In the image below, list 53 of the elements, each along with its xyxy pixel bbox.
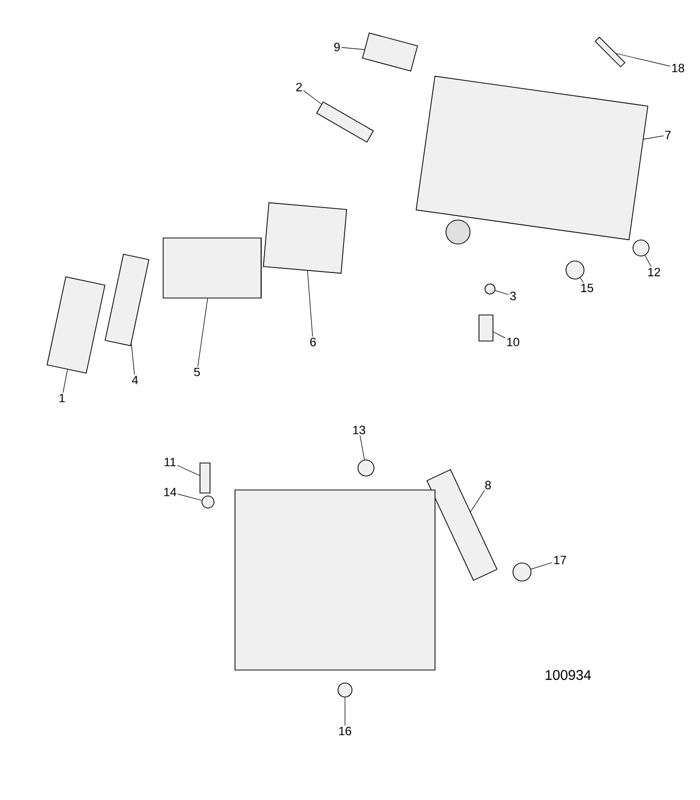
bolt-drawing [200,462,210,494]
leader-line [303,90,322,104]
callout-number: 18 [672,64,684,72]
callout-number: 3 [510,292,516,300]
callout-number: 6 [310,338,316,346]
part-number: 100934 [546,670,591,680]
pre-filter-drawing [262,202,348,274]
filter-cover-drawing [46,276,106,374]
seal-strip-drawing [594,36,626,68]
washer-drawing [202,496,214,508]
leader-line [360,435,365,460]
drain-valve-drawing [478,314,494,342]
callout-number: 11 [164,458,176,466]
callout-number: 4 [132,376,138,384]
leader-line [344,697,346,726]
callout-number: 5 [194,368,200,376]
leader-line [470,490,485,512]
hose-clamp-drawing [358,460,374,476]
hose-clamp-drawing [512,562,532,582]
leader-line [493,332,506,338]
leader-line [197,298,208,367]
leader-line [644,255,652,267]
callout-number: 17 [554,556,566,564]
callout-number: 10 [507,338,520,346]
leader-line [62,369,68,393]
callout-number: 9 [334,42,340,52]
leader-line [341,47,365,50]
leader-line [177,465,200,476]
callout-number: 12 [648,268,660,276]
leader-line [530,562,552,570]
callout-number: 16 [339,726,352,736]
airbox-drawing [416,76,648,244]
leader-line [494,290,509,295]
cap-drawing [566,260,584,280]
leader-line [616,53,670,66]
leader-line [643,135,664,140]
callout-number: 2 [296,82,302,92]
air-filter-drawing [162,238,262,298]
strap-drawing [316,101,374,143]
callout-number: 1 [60,394,65,402]
nut-drawing [338,682,352,698]
callout-number: 13 [353,426,366,434]
callout-number: 7 [665,130,671,140]
callout-number: 15 [581,284,594,292]
gasket-drawing [104,254,150,346]
callout-number: 8 [485,480,491,490]
leader-line [307,270,313,337]
leader-line [580,278,584,283]
o-ring-drawing [484,284,496,294]
callout-number: 14 [164,488,176,496]
leader-line [131,344,135,375]
leader-line [178,494,202,501]
cap-drawing [632,240,650,256]
